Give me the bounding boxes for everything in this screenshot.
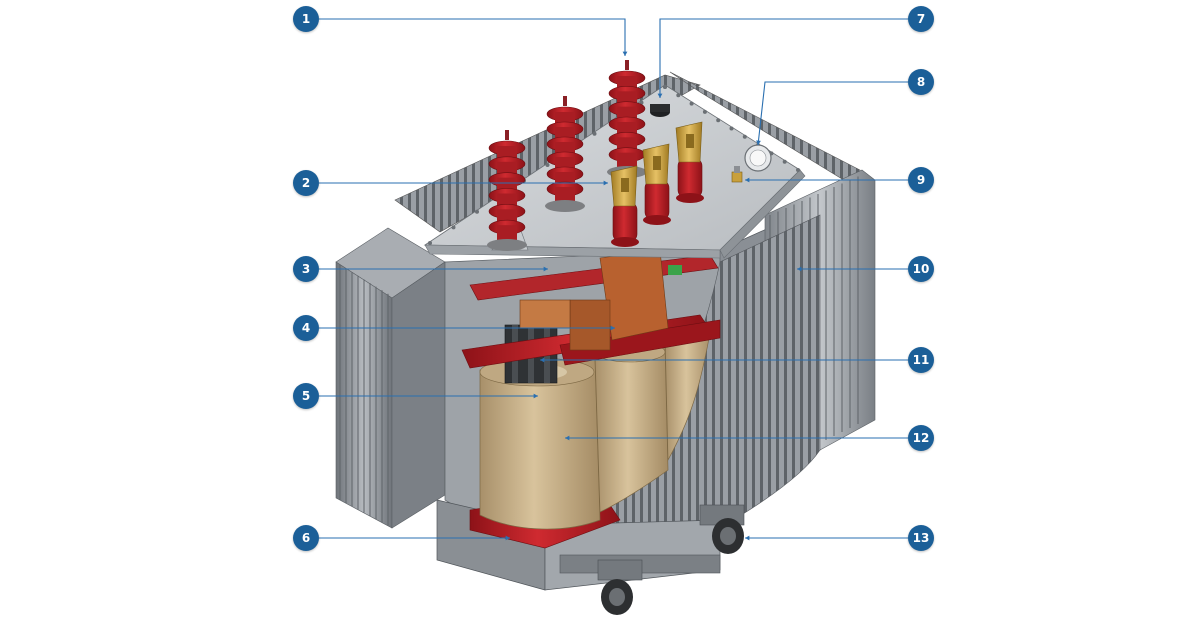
leader-arrow-12 — [565, 435, 570, 441]
callout-badge-3: 3 — [293, 256, 319, 282]
leader-arrow-13 — [745, 535, 750, 541]
leader-arrow-8 — [756, 140, 761, 145]
hv-bushings — [487, 60, 647, 251]
leader-arrow-6 — [505, 535, 510, 541]
filling-cap — [650, 104, 670, 117]
leader-arrow-3 — [543, 266, 548, 272]
winding-coils — [479, 321, 713, 530]
leader-lines — [319, 18, 908, 541]
callout-badge-7: 7 — [908, 6, 934, 32]
callout-badge-5: 5 — [293, 383, 319, 409]
callout-badge-13: 13 — [908, 525, 934, 551]
leader-arrow-11 — [540, 357, 545, 363]
callout-badge-11: 11 — [908, 347, 934, 373]
leader-arrow-10 — [797, 266, 802, 272]
callout-badge-9: 9 — [908, 167, 934, 193]
oil-level-gauge — [744, 144, 772, 172]
leader-arrow-1 — [622, 51, 628, 56]
callout-badge-6: 6 — [293, 525, 319, 551]
leader-line-1 — [319, 18, 626, 56]
lv-bushing — [642, 143, 671, 225]
leader-line-8 — [757, 81, 908, 146]
hv-bushing — [487, 130, 527, 251]
lv-bushings — [610, 121, 704, 247]
lv-bushing — [610, 165, 639, 247]
callout-badge-8: 8 — [908, 69, 934, 95]
leader-line-7 — [659, 18, 908, 98]
callout-badge-10: 10 — [908, 256, 934, 282]
wheel-front — [597, 559, 643, 615]
callout-badge-2: 2 — [293, 170, 319, 196]
lv-bushing — [675, 121, 704, 203]
leader-arrow-5 — [533, 393, 538, 399]
leader-arrow-9 — [745, 177, 750, 183]
copper-connections — [519, 249, 682, 351]
wheel-rear — [699, 504, 745, 554]
leader-arrow-4 — [610, 325, 615, 331]
callout-badge-12: 12 — [908, 425, 934, 451]
leader-arrow-7 — [657, 93, 663, 98]
leader-arrow-2 — [603, 180, 608, 186]
callout-badge-4: 4 — [293, 315, 319, 341]
callout-badge-1: 1 — [293, 6, 319, 32]
radiator-left — [335, 227, 446, 529]
radiator-left-fin-lines — [339, 265, 389, 526]
valve — [731, 166, 743, 183]
